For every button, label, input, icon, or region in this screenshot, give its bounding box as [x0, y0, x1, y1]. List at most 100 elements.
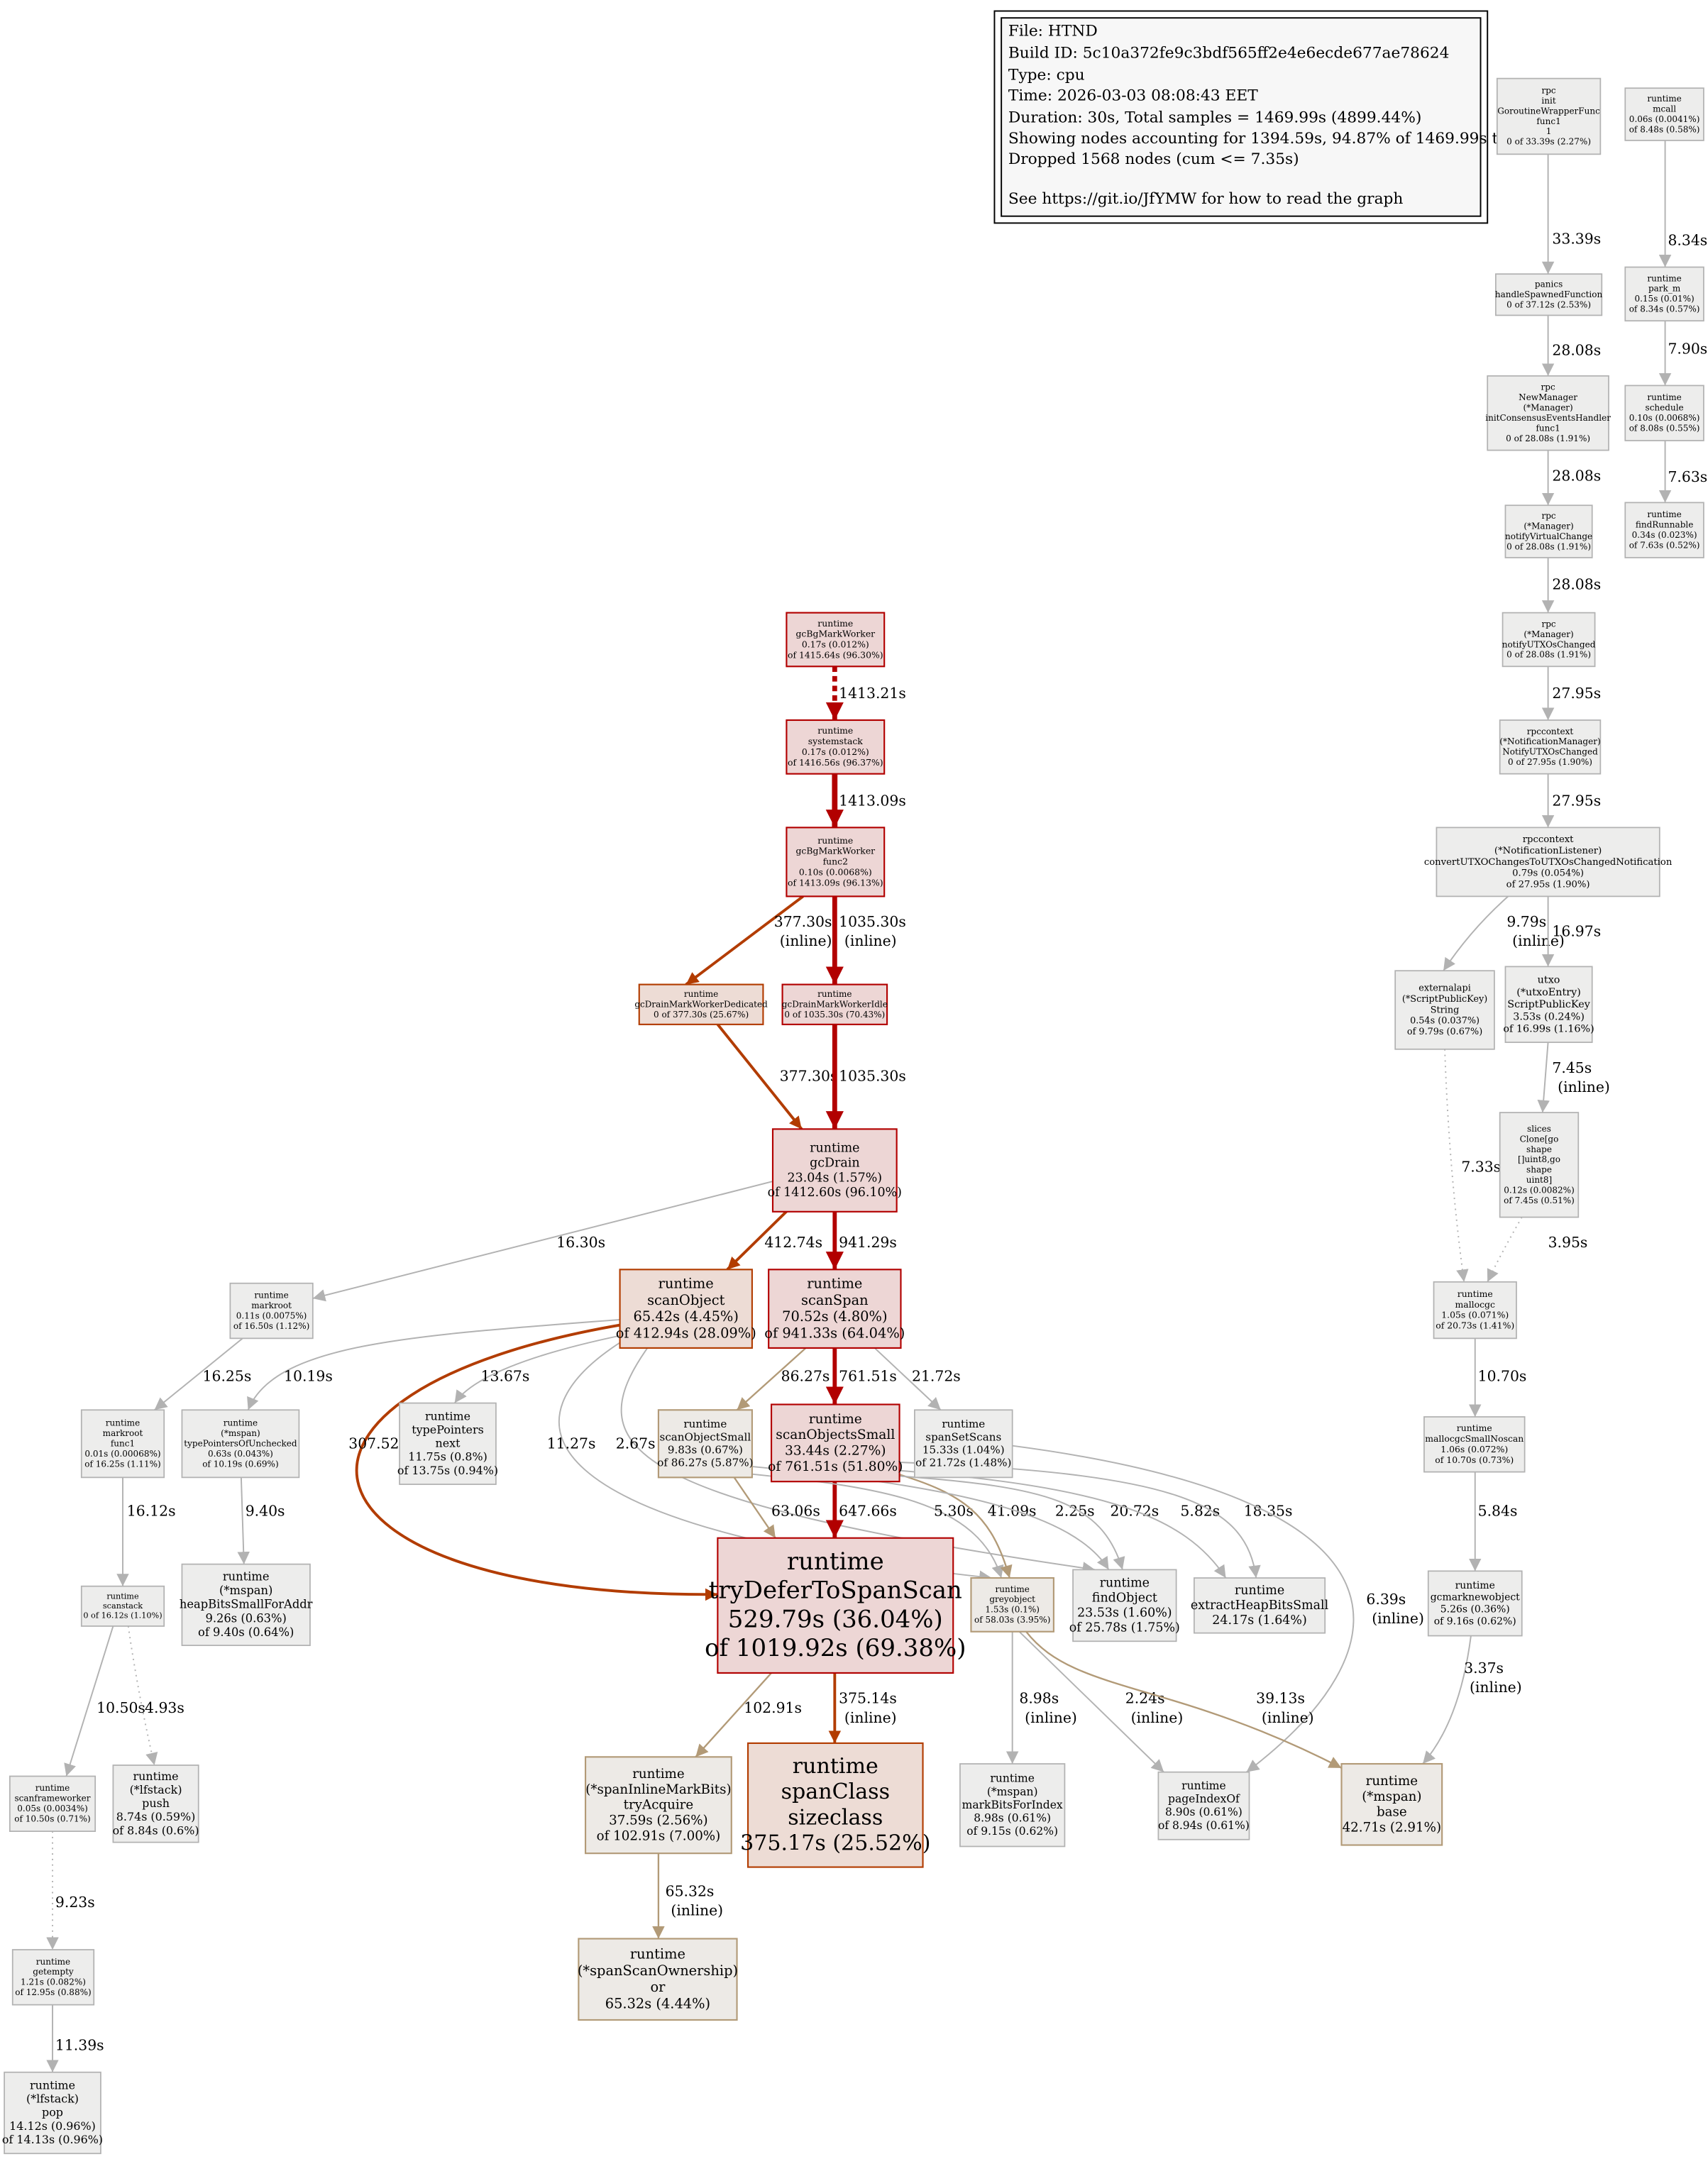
node-typePointersOfUnchecked[interactable]: runtime(*mspan)typePointersOfUnchecked0.… — [181, 1409, 300, 1479]
edge-line[interactable] — [695, 1672, 772, 1758]
edge-gcDrainIdle-to-gcDrain[interactable]: 1035.30s — [825, 1024, 906, 1130]
edge-scanObject-to-typePointersNext[interactable]: 13.67s — [453, 1332, 634, 1404]
node-box[interactable] — [1504, 504, 1593, 558]
edge-gcBgMarkWorkerFunc2-to-gcDrainIdle[interactable]: 1035.30s(inline) — [825, 896, 906, 985]
edge-scanSpan-to-spanSetScans[interactable]: 21.72s — [874, 1347, 961, 1410]
edge-newManager-to-notifyVirtualChange[interactable]: 28.08s — [1541, 450, 1602, 506]
node-box[interactable] — [1394, 970, 1495, 1050]
edge-tryDeferToSpanScan-to-spanClassSizeclass[interactable]: 375.14s(inline) — [828, 1672, 897, 1743]
edge-spanSetScans-to-pageIndexOf[interactable]: 6.39s(inline) — [1012, 1445, 1424, 1773]
edge-mallocgcSmallNoscan-to-gcmarknewobject[interactable]: 5.84s — [1469, 1471, 1518, 1572]
edge-line[interactable] — [355, 1323, 718, 1601]
edge-line[interactable] — [895, 1472, 1013, 1579]
node-box[interactable] — [914, 1409, 1013, 1479]
node-box[interactable] — [1340, 1762, 1443, 1846]
node-box[interactable] — [1433, 1281, 1517, 1340]
edge-tryDeferToSpanScan-to-tryAcquire[interactable]: 102.91s — [695, 1672, 802, 1758]
node-box[interactable] — [619, 1269, 753, 1349]
edge-greyobject-to-mspanBase[interactable]: 39.13s(inline) — [1025, 1631, 1343, 1769]
node-box[interactable] — [181, 1563, 311, 1646]
node-box[interactable] — [9, 1775, 97, 1832]
edge-schedule-to-findRunnable[interactable]: 7.63s — [1658, 441, 1708, 503]
edge-notifyVirtualChange-to-notifyUTXOsChanged[interactable]: 28.08s — [1541, 557, 1602, 613]
node-box[interactable] — [584, 1756, 732, 1855]
node-box[interactable] — [786, 612, 886, 668]
node-box[interactable] — [717, 1537, 954, 1674]
node-tryAcquire[interactable]: runtime(*spanInlineMarkBits)tryAcquire37… — [584, 1756, 732, 1855]
node-box[interactable] — [80, 1409, 165, 1479]
node-box[interactable] — [768, 1269, 902, 1349]
edge-line[interactable] — [127, 1625, 158, 1766]
edge-gcDrain-to-markroot[interactable]: 16.30s — [312, 1181, 773, 1302]
edge-gcBgMarkWorker-to-systemstack[interactable]: 1413.21s — [825, 666, 906, 720]
node-box[interactable] — [1624, 385, 1704, 441]
node-box[interactable] — [781, 983, 888, 1025]
node-box[interactable] — [112, 1765, 199, 1843]
node-box[interactable] — [638, 983, 764, 1025]
edge-markroot-to-markrootFunc1[interactable]: 16.25s — [154, 1337, 252, 1411]
node-box[interactable] — [657, 1409, 753, 1479]
edge-line[interactable] — [1018, 1631, 1164, 1773]
edge-scanObjectsSmall-to-tryDeferToSpanScan[interactable]: 647.66s — [825, 1481, 897, 1538]
edge-getempty-to-lfstackPop[interactable]: 11.39s — [46, 2004, 104, 2072]
node-box[interactable] — [1487, 375, 1609, 451]
node-heapBitsSmallForAddr[interactable]: runtime(*mspan)heapBitsSmallForAddr9.26s… — [180, 1563, 313, 1646]
edge-line[interactable] — [1537, 1042, 1550, 1113]
node-box[interactable] — [11, 1949, 95, 2006]
edge-park_m-to-schedule[interactable]: 7.90s — [1658, 321, 1708, 386]
edge-line[interactable] — [685, 895, 804, 986]
edge-scanObjectSmall-to-tryDeferToSpanScan[interactable]: 63.06s — [733, 1476, 820, 1539]
node-box[interactable] — [1193, 1577, 1326, 1634]
edge-line[interactable] — [154, 1337, 243, 1411]
edge-mallocgc-to-mallocgcSmallNoscan[interactable]: 10.70s — [1469, 1338, 1527, 1417]
node-box[interactable] — [1423, 1416, 1526, 1473]
node-box[interactable] — [1499, 719, 1602, 775]
node-box[interactable] — [771, 1128, 898, 1213]
node-box[interactable] — [1072, 1569, 1177, 1642]
edge-line[interactable] — [874, 1347, 942, 1410]
edge-line[interactable] — [733, 1476, 776, 1539]
edge-convertUTXO-to-externalapiString[interactable]: 9.79s(inline) — [1443, 895, 1565, 971]
edge-line[interactable] — [453, 1332, 634, 1404]
edge-gcDrainDedicated-to-gcDrain[interactable]: 377.30s — [716, 1023, 837, 1130]
edge-line[interactable] — [1025, 1631, 1343, 1769]
edge-gcmarknewobject-to-mspanBase[interactable]: 3.37s(inline) — [1422, 1635, 1522, 1765]
edge-goroutineWrapper-to-handleSpawned[interactable]: 33.39s — [1541, 154, 1602, 275]
edge-convertUTXO-to-utxoSPK[interactable]: 16.97s — [1541, 896, 1602, 967]
node-slicesClone[interactable]: slicesClone[goshape[]uint8,goshapeuint8]… — [1499, 1112, 1580, 1218]
edge-scanstack-to-scanframeworker[interactable]: 10.50s — [64, 1625, 145, 1777]
edge-utxoSPK-to-slicesClone[interactable]: 7.45s(inline) — [1537, 1042, 1610, 1113]
node-box[interactable] — [1427, 1570, 1523, 1637]
edge-line[interactable] — [237, 1477, 250, 1564]
edge-tryAcquire-to-spanScanOwnershipOr[interactable]: 65.32s(inline) — [652, 1853, 723, 1939]
edge-greyobject-to-markBitsForIndex[interactable]: 8.98s(inline) — [1005, 1631, 1077, 1765]
node-box[interactable] — [1624, 502, 1704, 558]
node-box[interactable] — [1499, 1112, 1580, 1218]
edge-mcall-to-park_m[interactable]: 8.34s — [1658, 140, 1708, 267]
edge-markrootFunc1-to-scanstack[interactable]: 16.12s — [116, 1477, 176, 1586]
edge-gcDrain-to-scanSpan[interactable]: 941.29s — [825, 1211, 897, 1270]
node-box[interactable] — [1504, 966, 1593, 1043]
node-box[interactable] — [4, 2071, 101, 2155]
node-box[interactable] — [959, 1763, 1066, 1848]
node-box[interactable] — [578, 1938, 738, 2021]
edge-line[interactable] — [1012, 1445, 1355, 1773]
node-box[interactable] — [786, 827, 886, 898]
edge-line[interactable] — [1487, 1217, 1523, 1283]
node-box[interactable] — [1502, 612, 1596, 668]
node-box[interactable] — [1624, 87, 1704, 141]
